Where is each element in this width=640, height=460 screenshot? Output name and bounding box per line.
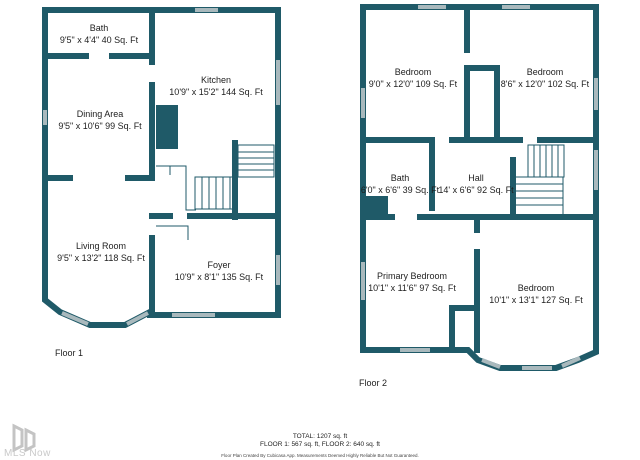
floor-1-chimney bbox=[156, 105, 178, 149]
room-label-f1-bath: Bath 9'5" x 4'4" 40 Sq. Ft bbox=[59, 23, 139, 45]
floor-2-stairs bbox=[514, 144, 565, 216]
floor-areas: FLOOR 1: 567 sq. ft, FLOOR 2: 640 sq. ft bbox=[260, 441, 380, 448]
floor-2-windows bbox=[361, 5, 598, 370]
floor-1-label: Floor 1 bbox=[55, 348, 84, 358]
room-label-f2-bedroom-2: Bedroom 8'6" x 12'0" 102 Sq. Ft bbox=[500, 67, 590, 89]
room-label-f2-hall: Hall 14' x 6'6" 92 Sq. Ft bbox=[438, 173, 514, 195]
room-label-f2-primary-bedroom: Primary Bedroom 10'1" x 11'6" 97 Sq. Ft bbox=[368, 271, 456, 293]
floor-2-label: Floor 2 bbox=[359, 378, 388, 388]
floor-1-stairs bbox=[156, 144, 275, 240]
mls-logo-icon bbox=[12, 423, 36, 453]
room-label-f1-kitchen: Kitchen 10'9" x 15'2" 144 Sq. Ft bbox=[169, 75, 263, 97]
floor-1-windows bbox=[43, 8, 280, 326]
floor-2-fixture bbox=[366, 196, 388, 216]
room-label-f1-foyer: Foyer 10'9" x 8'1" 135 Sq. Ft bbox=[174, 260, 264, 282]
total-area: TOTAL: 1207 sq. ft bbox=[292, 433, 348, 440]
room-label-f2-bedroom-3: Bedroom 10'1" x 13'1" 127 Sq. Ft bbox=[489, 283, 583, 305]
room-label-f1-living-room: Living Room 9'5" x 13'2" 118 Sq. Ft bbox=[57, 241, 145, 263]
room-label-f1-dining-area: Dining Area 9'5" x 10'6" 99 Sq. Ft bbox=[58, 109, 142, 131]
room-label-f2-bedroom-1: Bedroom 9'0" x 12'0" 109 Sq. Ft bbox=[368, 67, 458, 89]
mls-watermark: MLS Now bbox=[4, 448, 51, 459]
floor-1-interior-wall bbox=[232, 140, 238, 220]
plan-credit: Floor Plan Created By Cubicasa App. Meas… bbox=[221, 453, 419, 458]
room-label-f2-bath: Bath 6'0" x 6'6" 39 Sq. Ft bbox=[360, 173, 440, 195]
